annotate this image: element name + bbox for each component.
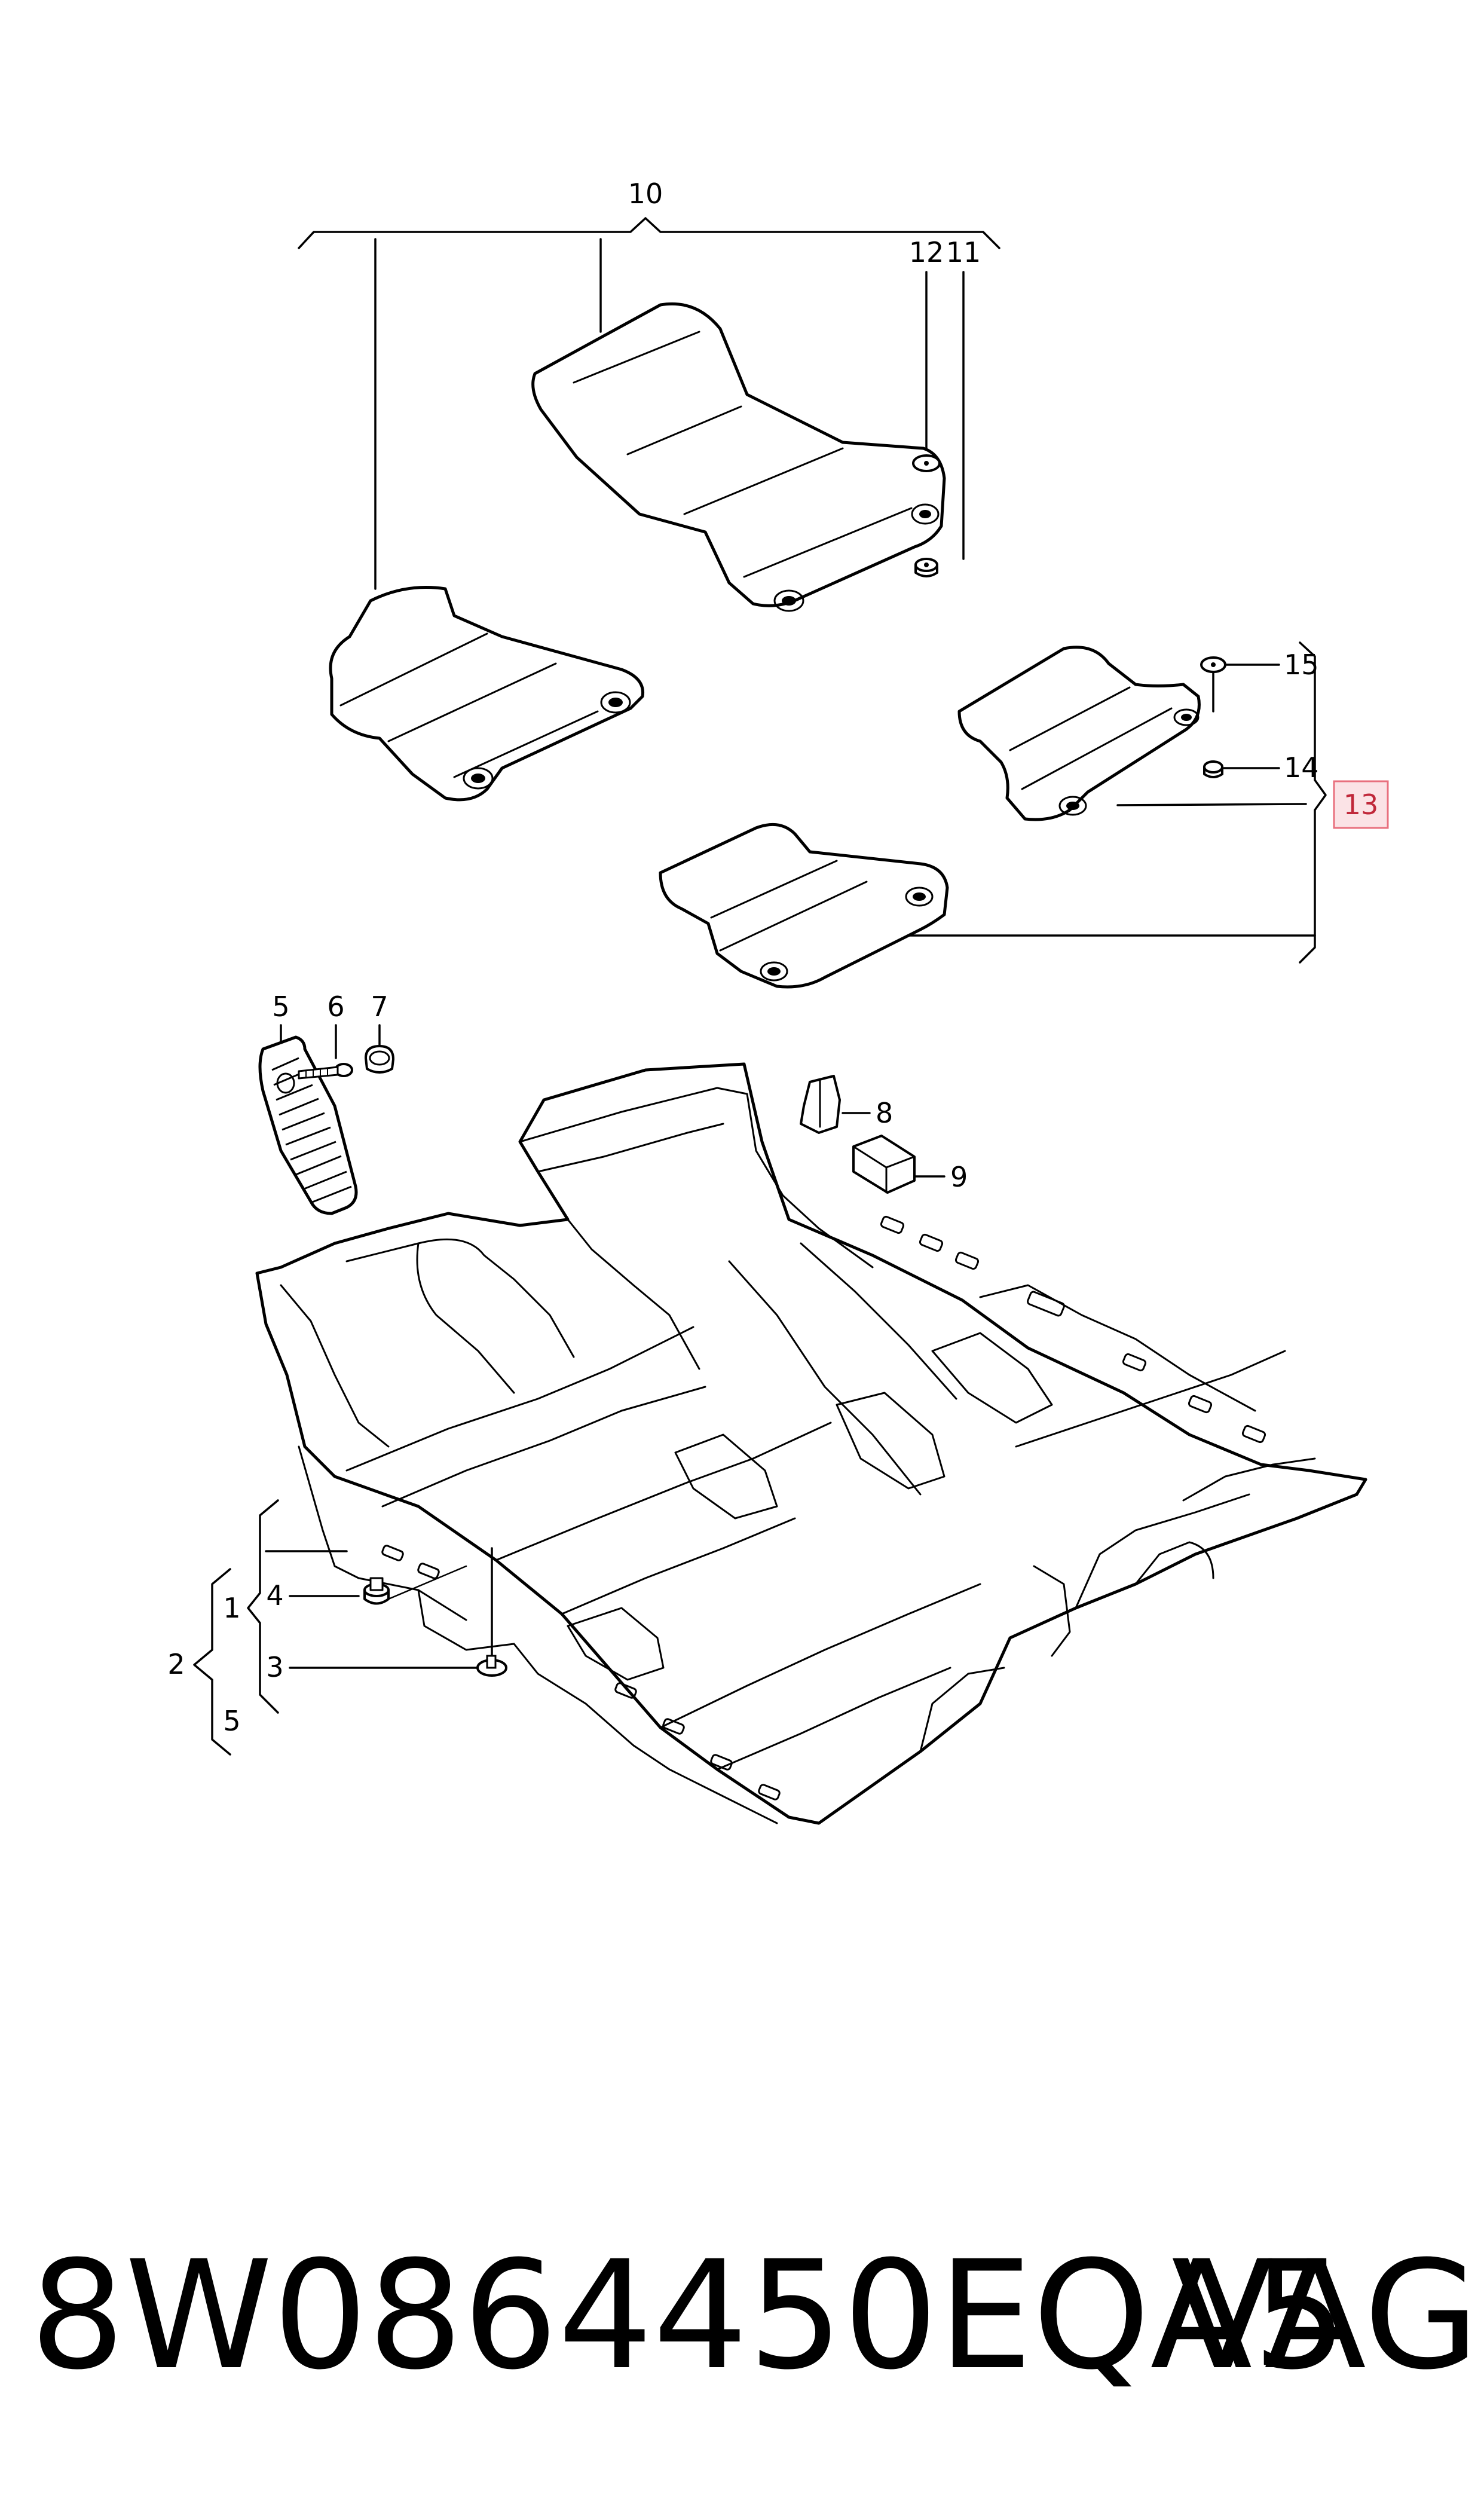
callout-7: 7 bbox=[371, 991, 388, 1023]
fastener-15 bbox=[1200, 656, 1226, 673]
callout-12: 12 bbox=[909, 236, 944, 268]
callout-13-highlight bbox=[1333, 780, 1389, 829]
callout-5-top: 5 bbox=[272, 991, 289, 1023]
front-left-floor-mat bbox=[329, 586, 645, 802]
rear-right-floor-mat bbox=[957, 646, 1201, 821]
callout-11: 11 bbox=[946, 236, 981, 268]
fastener-3 bbox=[476, 1655, 507, 1677]
cap-7 bbox=[365, 1045, 394, 1074]
part-number: 8W0864450EQA5 bbox=[30, 2228, 1347, 2402]
fastener-14 bbox=[1203, 760, 1223, 778]
block-9 bbox=[852, 1135, 916, 1194]
callout-14: 14 bbox=[1284, 751, 1319, 784]
callout-10: 10 bbox=[628, 178, 663, 210]
callout-3: 3 bbox=[266, 1651, 283, 1683]
callout-15: 15 bbox=[1284, 649, 1319, 681]
callout-13: 13 bbox=[1344, 788, 1379, 821]
callout-5-bottom: 5 bbox=[223, 1705, 240, 1737]
clip-4 bbox=[363, 1577, 390, 1605]
screw-6 bbox=[298, 1063, 353, 1080]
callout-8: 8 bbox=[876, 1097, 893, 1129]
bracket-10 bbox=[298, 217, 1000, 590]
clip-8 bbox=[800, 1075, 841, 1134]
rear-left-floor-mat bbox=[659, 823, 949, 989]
callout-2: 2 bbox=[167, 1648, 185, 1680]
bracket-2 bbox=[193, 1568, 231, 1756]
fastener-11 bbox=[914, 558, 938, 577]
floor-carpet-1 bbox=[255, 1062, 1367, 1825]
callout-1: 1 bbox=[223, 1592, 240, 1624]
callout-6: 6 bbox=[327, 991, 344, 1023]
front-right-floor-mat bbox=[531, 302, 946, 612]
callout-4: 4 bbox=[266, 1579, 283, 1612]
callout-9: 9 bbox=[950, 1161, 968, 1193]
bracket-1 bbox=[247, 1499, 348, 1714]
brand-name: VAG bbox=[1171, 2228, 1479, 2402]
fastener-12 bbox=[912, 454, 941, 472]
bracket-13 bbox=[877, 641, 1327, 964]
heel-pad-5 bbox=[258, 1035, 358, 1215]
